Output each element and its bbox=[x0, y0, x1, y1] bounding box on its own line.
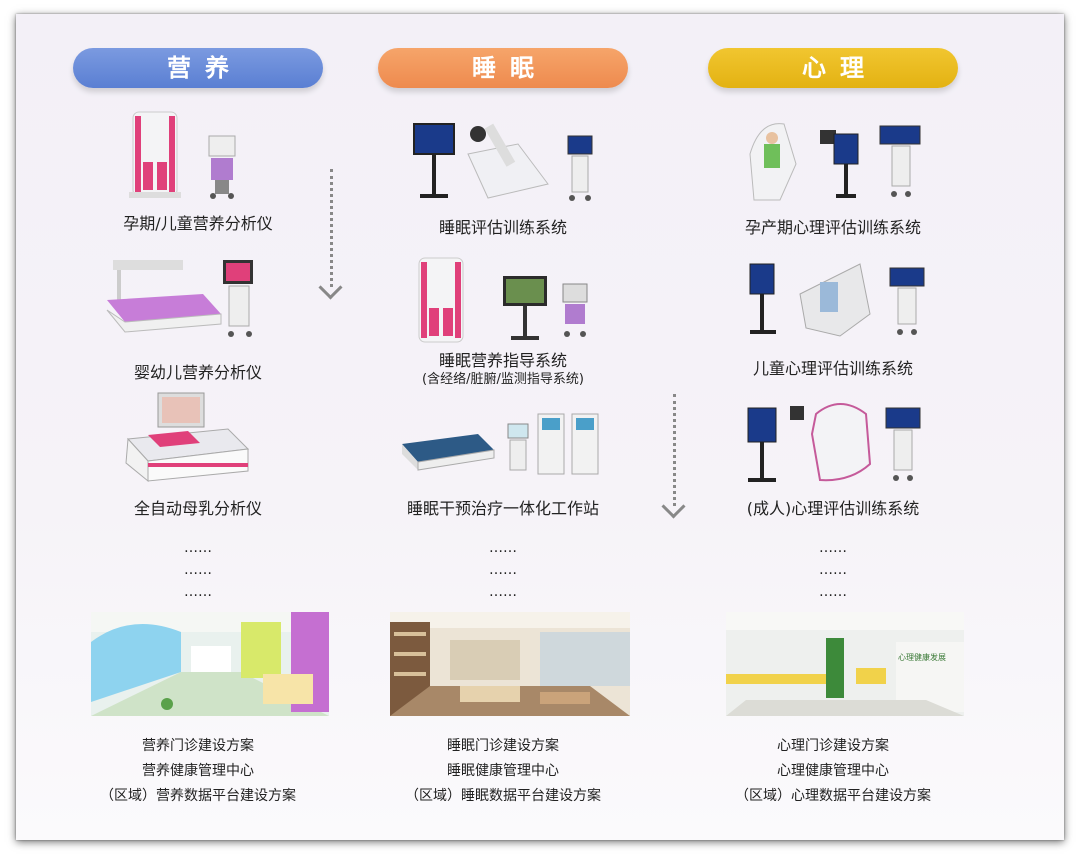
ellipsis-dots: …… bbox=[184, 584, 212, 600]
infant-analyzer-device bbox=[106, 260, 253, 337]
ellipsis-dots: …… bbox=[184, 562, 212, 578]
product-label: 儿童心理评估训练系统 bbox=[752, 359, 913, 378]
down-arrow-icon bbox=[318, 169, 343, 300]
column-nutrition: 营养 孕期/儿童营养分析仪 婴幼儿营养分析仪 bbox=[73, 14, 373, 840]
product-sublabel: (含经络/脏腑/监测指导系统) bbox=[422, 372, 584, 387]
footer-text: 营养门诊建设方案 营养健康管理中心 （区域）营养数据平台建设方案 bbox=[100, 738, 296, 804]
main-card: 营养 孕期/儿童营养分析仪 婴幼儿营养分析仪 bbox=[16, 14, 1064, 840]
clinic-photo-sleep bbox=[390, 612, 630, 716]
product-label: 睡眠干预治疗一体化工作站 bbox=[406, 499, 599, 518]
product-label: 全自动母乳分析仪 bbox=[133, 499, 262, 518]
adult-psych-device bbox=[747, 403, 921, 482]
footer-text: 睡眠门诊建设方案 睡眠健康管理中心 （区域）睡眠数据平台建设方案 bbox=[405, 738, 601, 804]
column-psychology: 心理 孕产期心理评估训练系统 儿童心理评估训练系统 bbox=[708, 14, 1008, 840]
ellipsis-dots: …… bbox=[184, 540, 212, 556]
body-analyzer-device bbox=[129, 111, 236, 199]
down-arrow-icon bbox=[661, 394, 686, 519]
child-psych-device bbox=[749, 263, 925, 337]
product-label: 睡眠营养指导系统 bbox=[438, 351, 567, 370]
product-label: 婴幼儿营养分析仪 bbox=[133, 363, 262, 382]
clinic-photo-nutrition bbox=[91, 612, 329, 716]
clinic-photo-psychology: 心理健康发展 bbox=[726, 612, 964, 716]
sleep-workstation-device bbox=[402, 413, 599, 475]
ellipsis-dots: …… bbox=[489, 584, 517, 600]
ellipsis-dots: …… bbox=[489, 540, 517, 556]
ellipsis-dots: …… bbox=[819, 562, 847, 578]
sleep-assessment-device bbox=[413, 123, 593, 201]
ellipsis-dots: …… bbox=[819, 540, 847, 556]
sleep-nutrition-device bbox=[418, 257, 588, 343]
category-pill-psychology[interactable]: 心理 bbox=[708, 48, 958, 88]
ellipsis-dots: …… bbox=[489, 562, 517, 578]
category-pill-sleep[interactable]: 睡眠 bbox=[378, 48, 628, 88]
product-label: 孕期/儿童营养分析仪 bbox=[123, 214, 273, 233]
footer-text: 心理门诊建设方案 心理健康管理中心 （区域）心理数据平台建设方案 bbox=[735, 738, 931, 804]
product-label: 睡眠评估训练系统 bbox=[438, 218, 567, 237]
category-pill-nutrition[interactable]: 营养 bbox=[73, 48, 323, 88]
ellipsis-dots: …… bbox=[819, 584, 847, 600]
photo-sign-text: 心理健康发展 bbox=[898, 653, 946, 662]
product-label: 孕产期心理评估训练系统 bbox=[744, 218, 921, 237]
milk-analyzer-device bbox=[125, 392, 250, 483]
prenatal-psych-device bbox=[749, 123, 921, 201]
column-sleep: 睡眠 睡眠评估训练系统 睡眠营养指导系统 bbox=[378, 14, 678, 840]
product-label: (成人)心理评估训练系统 bbox=[746, 499, 920, 518]
